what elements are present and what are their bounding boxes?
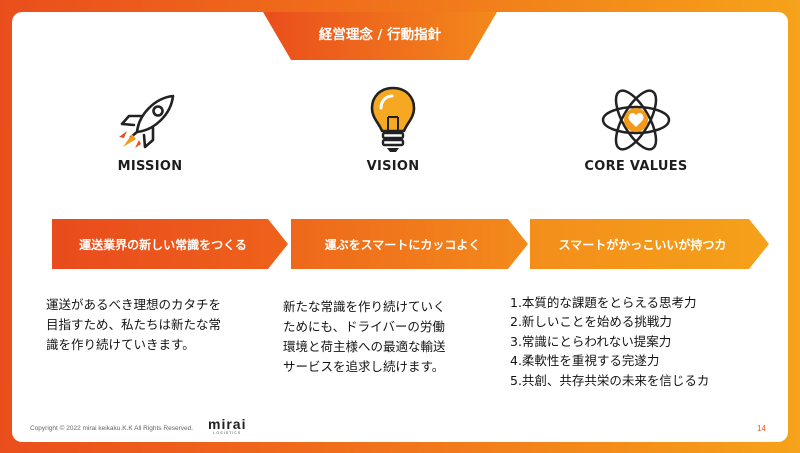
vision-line: サービスを追求し続けます。 — [283, 359, 445, 374]
core-value-item: 3.常識にとらわれない提案力 — [510, 333, 672, 349]
atom-heart-icon — [601, 89, 671, 151]
vision-line: ためにも、ドライバーの労働 — [283, 319, 445, 334]
mission-line: 目指すため、私たちは新たな常 — [46, 317, 222, 332]
core-value-item: 1.本質的な課題をとらえる思考力 — [510, 295, 697, 310]
core-values-banner-text: スマートがかっこいいが持つカ — [558, 237, 727, 252]
rocket-icon — [119, 94, 175, 149]
core-value-item: 5.共創、共存共栄の未来を信じるカ — [510, 372, 710, 388]
vision-heading: VISION — [366, 159, 420, 174]
mission-line: 識を作り続けていきます。 — [46, 337, 195, 352]
core-values-banner: スマートがかっこいいが持つカ — [530, 219, 769, 269]
vision-line: 新たな常識を作り続けていく — [283, 299, 446, 314]
core-value-item: 2.新しいことを始める挑戦力 — [510, 314, 672, 330]
core-values-heading: CORE VALUES — [584, 159, 688, 174]
mission-heading: MISSION — [117, 159, 183, 174]
slide-title-text: 経営理念 / 行動指針 — [318, 27, 442, 43]
company-logo: mirai LOGISTICS — [208, 416, 247, 435]
vision-banner: 運ぶをスマートにカッコよく — [291, 219, 528, 269]
vision-description: 新たな常識を作り続けていく ためにも、ドライバーの労働 環境と荷主様への最適な輸… — [283, 297, 446, 377]
mission-line: 運送があるべき理想のカタチを — [46, 297, 222, 312]
mission-banner-text: 運送業界の新しい常識をつくる — [79, 237, 247, 252]
logo-word: mirai — [208, 416, 247, 432]
copyright-notice: Copyright © 2022 mirai keikaku.K.K All R… — [30, 425, 194, 432]
core-value-item: 4.柔軟性を重視する完遂力 — [510, 353, 660, 369]
slide-title: 経営理念 / 行動指針 — [263, 12, 497, 60]
slide-card: 経営理念 / 行動指針 MISSION VISION CO — [12, 12, 788, 442]
vision-line: 環境と荷主様への最適な輸送 — [283, 339, 446, 354]
logo-subtitle: LOGISTICS — [213, 431, 242, 435]
lightbulb-icon — [370, 86, 416, 152]
core-values-list: 1.本質的な課題をとらえる思考力 2.新しいことを始める挑戦力 3.常識にとらわ… — [510, 293, 709, 390]
page-number: 14 — [757, 424, 766, 433]
mission-description: 運送があるべき理想のカタチを 目指すため、私たちは新たな常 識を作り続けていきま… — [46, 295, 221, 355]
vision-banner-text: 運ぶをスマートにカッコよく — [324, 237, 481, 252]
mission-banner: 運送業界の新しい常識をつくる — [52, 219, 288, 269]
